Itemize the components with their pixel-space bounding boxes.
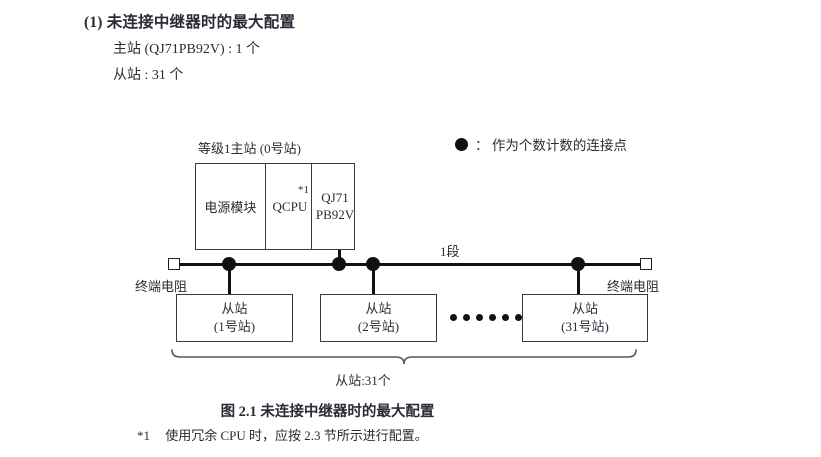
master-station-rack: 电源模块 QCPU *1 QJ71 PB92V [195, 163, 355, 250]
spec-master-count: 主站 (QJ71PB92V) : 1 个 [113, 42, 261, 57]
slave-station-box-3: 从站 (31号站) [522, 294, 648, 342]
filled-circle-icon-ellipsis-6 [515, 314, 522, 321]
slave-2-label-line2: (2号站) [357, 319, 400, 334]
filled-circle-icon-ellipsis-4 [489, 314, 496, 321]
terminator-label-left: 终端电阻 [135, 279, 188, 294]
slave-station-box-1: 从站 (1号站) [176, 294, 293, 342]
segment-label: 1段 [440, 244, 460, 259]
ellipsis-dots [450, 314, 522, 321]
cpu-module-label: QCPU [272, 198, 308, 214]
legend: ： 作为个数计数的连接点 [455, 134, 627, 154]
master-module-cell: QJ71 PB92V [312, 164, 354, 249]
master-module-label-line2: PB92V [315, 206, 355, 222]
slave-3-label-line1: 从站 [571, 301, 598, 317]
footnote-text: 使用冗余 CPU 时，应按 2.3 节所示进行配置。 [165, 428, 428, 443]
open-square-icon-terminator-right [640, 258, 652, 270]
slave-2-drop-line [371, 263, 375, 294]
open-square-icon-terminator-left [168, 258, 180, 270]
slave-1-label-line2: (1号站) [213, 319, 256, 334]
bus-trunk-line [174, 262, 646, 266]
slave-3-drop-line [576, 263, 580, 294]
slave-group-brace-label: 从站:31个 [335, 373, 391, 388]
filled-circle-icon-node-2 [332, 257, 346, 271]
footnote: *1 使用冗余 CPU 时，应按 2.3 节所示进行配置。 [137, 425, 428, 444]
slave-2-label-line1: 从站 [365, 301, 392, 317]
slave-1-drop-line [227, 263, 231, 294]
figure-caption: 图 2.1 未连接中继器时的最大配置 [220, 404, 435, 420]
slave-1-label-line1: 从站 [221, 301, 248, 317]
cpu-module-cell: QCPU *1 [264, 164, 312, 249]
legend-label: ： 作为个数计数的连接点 [475, 138, 627, 153]
footnote-marker: *1 [298, 184, 309, 196]
filled-circle-icon-ellipsis-3 [476, 314, 483, 321]
spec-slave-count: 从站 : 31 个 [113, 68, 184, 83]
power-module-label: 电源模块 [204, 200, 257, 215]
terminator-label-right: 终端电阻 [607, 279, 660, 294]
master-station-label: 等级1主站 (0号站) [198, 141, 301, 156]
section-heading: (1) 未连接中继器时的最大配置 [84, 14, 296, 31]
filled-circle-icon-ellipsis-1 [450, 314, 457, 321]
master-module-label-line1: QJ71 [321, 189, 349, 205]
slave-group-brace [170, 348, 638, 370]
filled-circle-icon-ellipsis-2 [463, 314, 470, 321]
filled-circle-icon-ellipsis-5 [502, 314, 509, 321]
footnote-mark: *1 [137, 428, 150, 443]
slave-station-box-2: 从站 (2号站) [320, 294, 437, 342]
power-module-cell: 电源模块 [196, 164, 265, 249]
slave-3-label-line2: (31号站) [561, 319, 609, 334]
filled-circle-icon [455, 137, 468, 151]
